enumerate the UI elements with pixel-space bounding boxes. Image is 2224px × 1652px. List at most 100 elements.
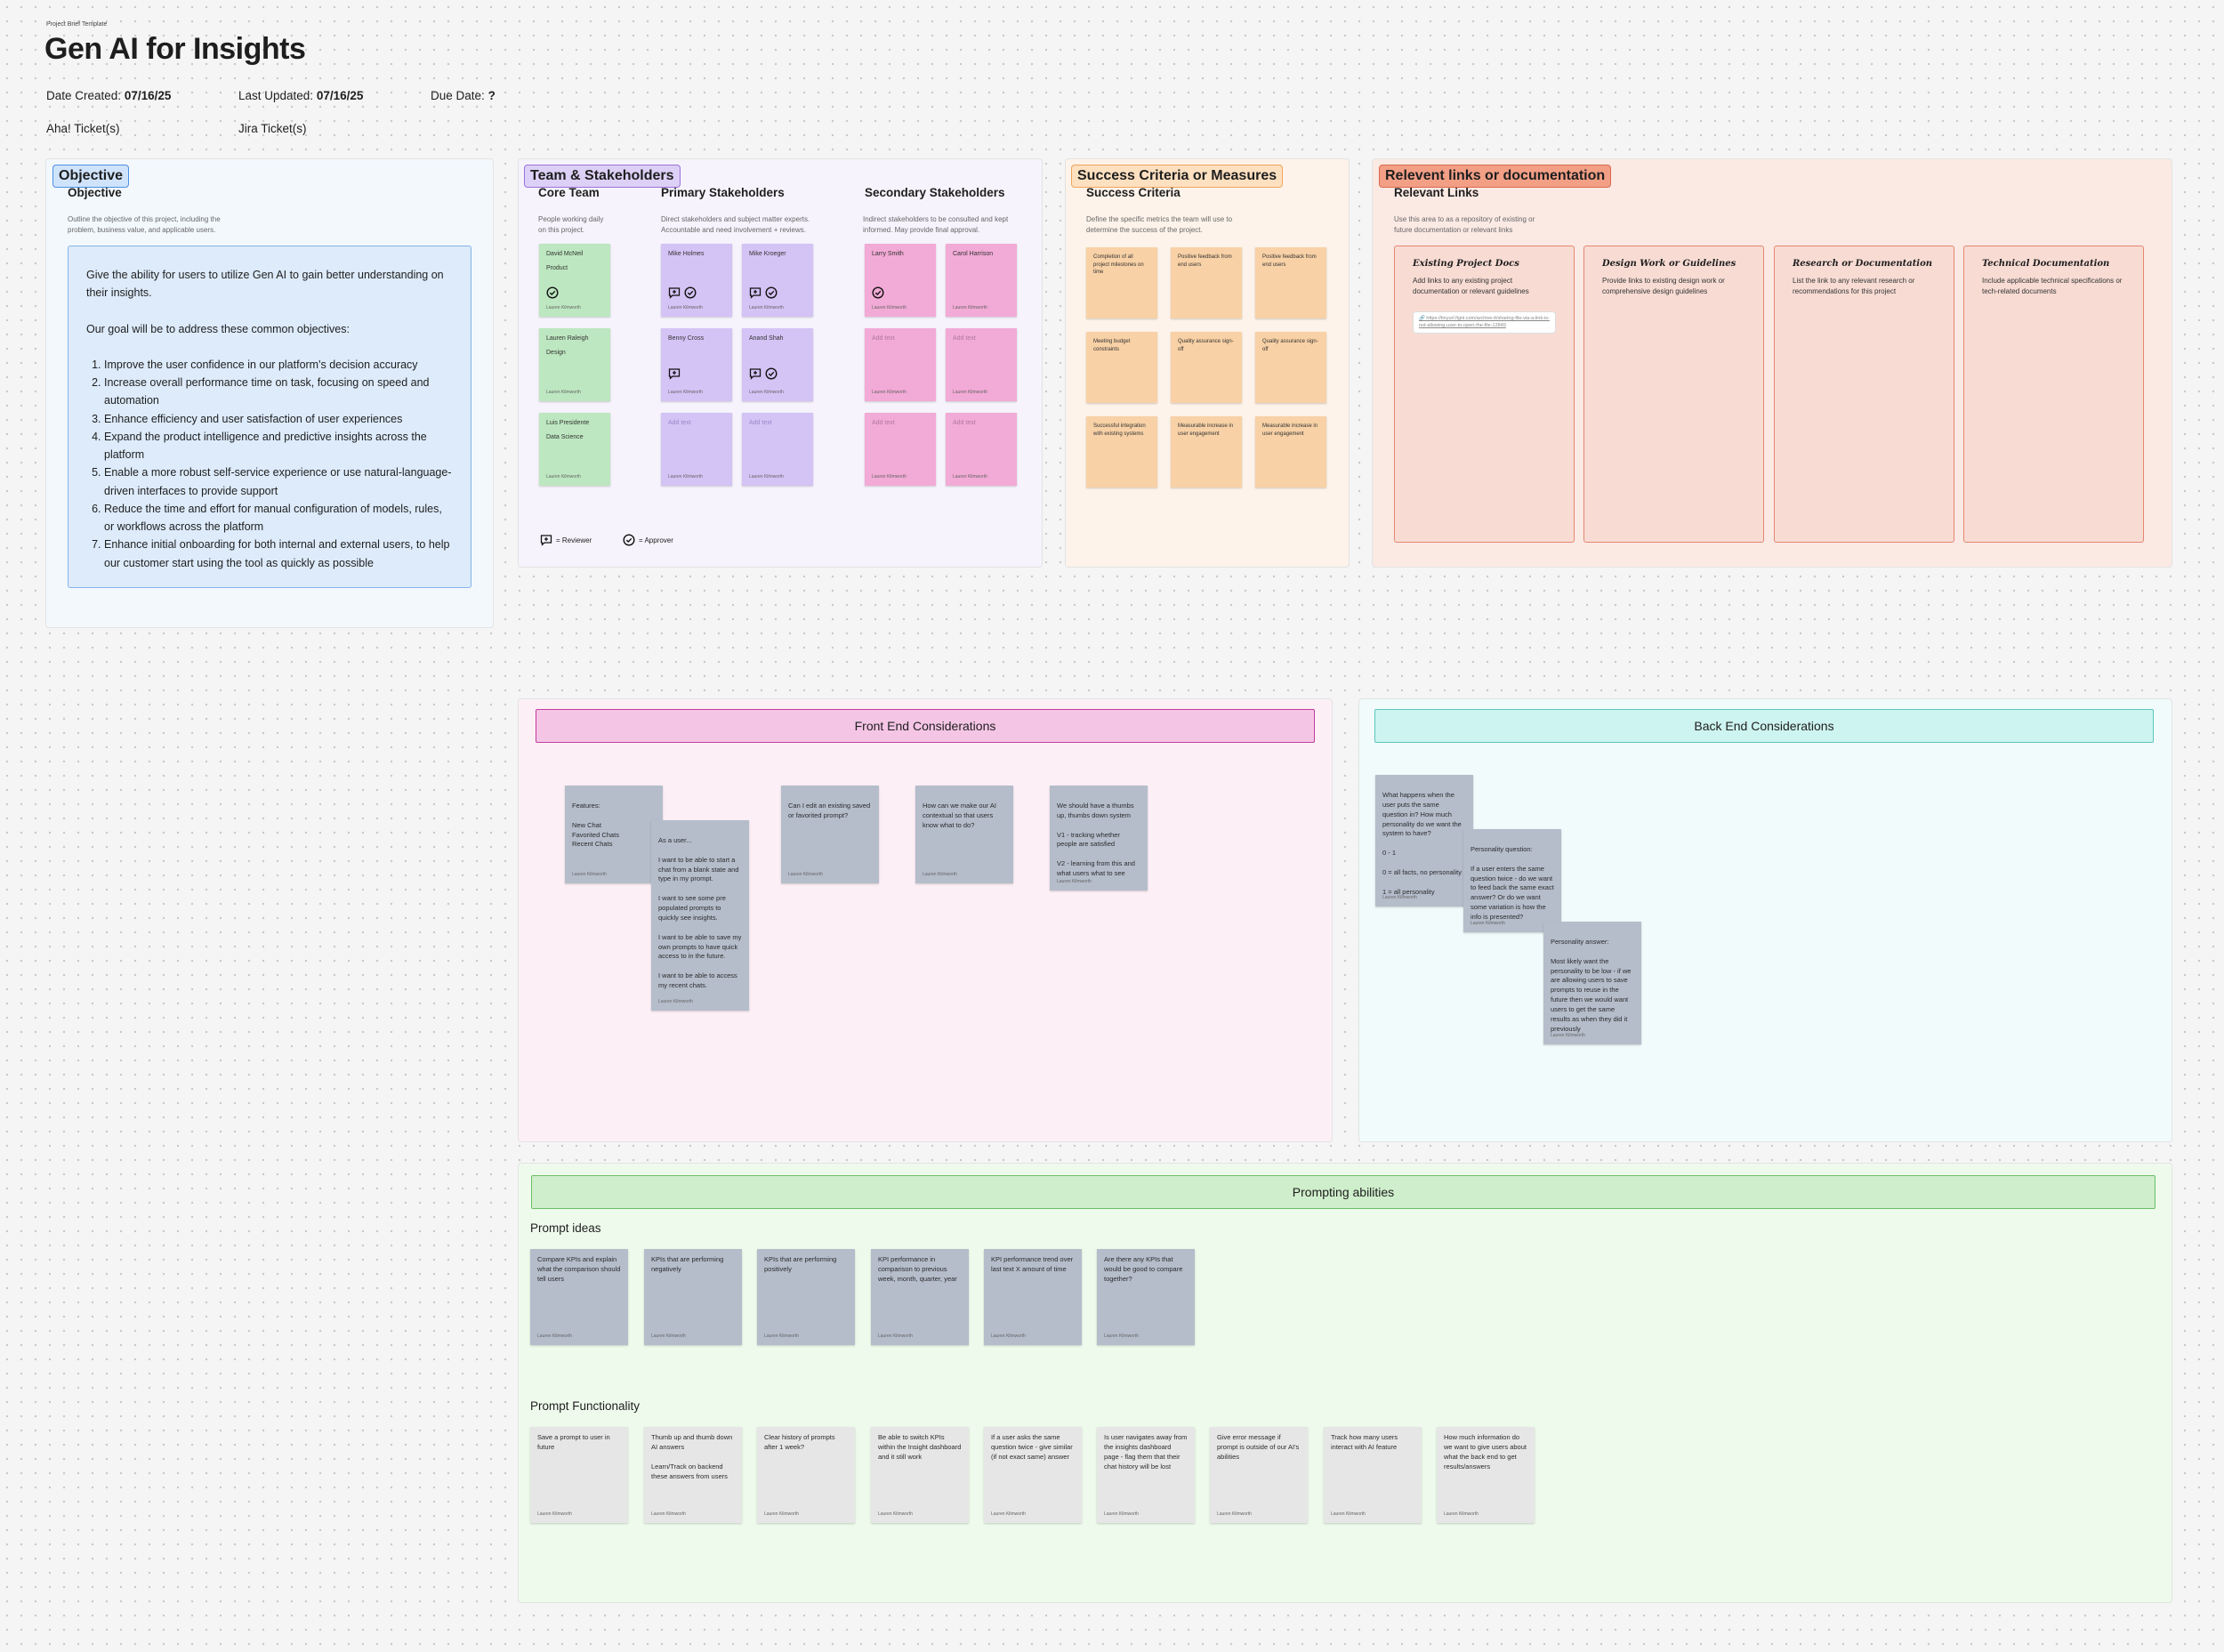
- success-note[interactable]: Quality assurance sign-off: [1255, 332, 1326, 403]
- note-author: Lauren Kilmworth: [1104, 1333, 1139, 1339]
- objective-item: Enable a more robust self-service experi…: [104, 463, 453, 500]
- objective-intro: Give the ability for users to utilize Ge…: [86, 269, 444, 300]
- frontend-note[interactable]: How can we make our AI contextual so tha…: [915, 786, 1013, 883]
- success-note[interactable]: Measurable increase in user engagement: [1255, 416, 1326, 488]
- prompt-functionality-note[interactable]: Is user navigates away from the insights…: [1097, 1427, 1195, 1523]
- role-icons: [749, 367, 778, 380]
- primary-stakeholder-note[interactable]: Mike Holmes Lauren Kilmworth: [661, 244, 732, 317]
- link-column-title: Technical Documentation: [1982, 259, 2110, 269]
- success-description: Define the specific metrics the team wil…: [1086, 215, 1233, 234]
- primary-stakeholder-note[interactable]: Mike Kroeger Lauren Kilmworth: [742, 244, 813, 317]
- backend-note[interactable]: Personality answer: Most likely want the…: [1543, 922, 1641, 1044]
- frontend-note[interactable]: As a user... I want to be able to start …: [651, 820, 749, 1011]
- links-subtitle: Relevant Links: [1394, 186, 1479, 199]
- secondary-stakeholder-note[interactable]: Add text Lauren Kilmworth: [946, 328, 1017, 401]
- link-url[interactable]: https://tinyurl.fignl.com/archive-it/sha…: [1419, 316, 1550, 328]
- link-column-text: Provide links to existing design work or…: [1602, 277, 1725, 295]
- secondary-stakeholder-note[interactable]: Add text Lauren Kilmworth: [946, 413, 1017, 486]
- link-card[interactable]: 🔗 https://tinyurl.fignl.com/archive-it/s…: [1413, 311, 1556, 334]
- primary-stakeholder-note[interactable]: Benny Cross Lauren Kilmworth: [661, 328, 732, 401]
- prompt-functionality-note[interactable]: If a user asks the same question twice -…: [984, 1427, 1082, 1523]
- note-author: Lauren Kilmworth: [572, 871, 607, 877]
- reviewer-icon: [668, 287, 681, 299]
- note-author: Lauren Kilmworth: [546, 389, 581, 395]
- secondary-stakeholder-note[interactable]: Add text Lauren Kilmworth: [865, 413, 936, 486]
- note-text: Give error message if prompt is outside …: [1217, 1433, 1300, 1461]
- note-author: Lauren Kilmworth: [546, 473, 581, 479]
- note-author: Lauren Kilmworth: [953, 304, 987, 310]
- objective-item: Enhance efficiency and user satisfaction…: [104, 410, 453, 428]
- member-name: Benny Cross: [668, 335, 705, 342]
- prompt-ideas-title: Prompt ideas: [530, 1221, 601, 1235]
- primary-stakeholder-note[interactable]: Add text Lauren Kilmworth: [661, 413, 732, 486]
- note-author: Lauren Kilmworth: [1217, 1511, 1252, 1517]
- prompt-idea-note[interactable]: Are there any KPIs that would be good to…: [1097, 1249, 1195, 1345]
- objective-item: Expand the product intelligence and pred…: [104, 428, 453, 464]
- note-author: Lauren Kilmworth: [1382, 894, 1417, 900]
- frontend-note[interactable]: Features: New Chat Favorited Chats Recen…: [565, 786, 663, 883]
- note-author: Lauren Kilmworth: [668, 473, 703, 479]
- core-team-note[interactable]: Lauren Raleigh Design Lauren Kilmworth: [539, 328, 610, 401]
- note-text: Be able to switch KPIs within the Insigh…: [878, 1433, 962, 1461]
- note-author: Lauren Kilmworth: [546, 304, 581, 310]
- success-note[interactable]: Successful integration with existing sys…: [1086, 416, 1157, 488]
- note-author: Lauren Kilmworth: [953, 473, 987, 479]
- prompt-idea-note[interactable]: Compare KPIs and explain what the compar…: [530, 1249, 628, 1345]
- core-team-note[interactable]: David McNeil Product Lauren Kilmworth: [539, 244, 610, 317]
- objective-list: Improve the user confidence in our platf…: [86, 356, 453, 572]
- placeholder-text: Add text: [953, 335, 976, 342]
- last-updated: Last Updated: 07/16/25: [238, 89, 364, 102]
- prompt-functionality-note[interactable]: Thumb up and thumb down AI answers Learn…: [644, 1427, 742, 1523]
- note-text: Are there any KPIs that would be good to…: [1104, 1255, 1183, 1283]
- primary-stakeholder-note[interactable]: Anand Shah Lauren Kilmworth: [742, 328, 813, 401]
- prompt-idea-note[interactable]: KPI performance in comparison to previou…: [871, 1249, 969, 1345]
- member-name: Mike Kroeger: [749, 251, 786, 257]
- objective-textbox[interactable]: Give the ability for users to utilize Ge…: [68, 246, 471, 588]
- success-note[interactable]: Measurable increase in user engagement: [1171, 416, 1242, 488]
- success-note[interactable]: Completion of all project milestones on …: [1086, 247, 1157, 318]
- backend-note[interactable]: What happens when the user puts the same…: [1375, 775, 1473, 907]
- jira-tickets-link[interactable]: Jira Ticket(s): [238, 122, 307, 135]
- objective-description: Outline the objective of this project, i…: [68, 215, 221, 234]
- role-icons: [872, 286, 884, 299]
- note-text: What happens when the user puts the same…: [1382, 790, 1463, 896]
- prompt-functionality-note[interactable]: Give error message if prompt is outside …: [1210, 1427, 1308, 1523]
- success-note[interactable]: Meeting budget constraints: [1086, 332, 1157, 403]
- frontend-note[interactable]: We should have a thumbs up, thumbs down …: [1050, 786, 1148, 890]
- frontend-note[interactable]: Can I edit an existing saved or favorite…: [781, 786, 879, 883]
- reviewer-icon: [668, 368, 681, 380]
- prompt-functionality-note[interactable]: Be able to switch KPIs within the Insigh…: [871, 1427, 969, 1523]
- success-note[interactable]: Quality assurance sign-off: [1171, 332, 1242, 403]
- secondary-stakeholder-note[interactable]: Carol Harrison Lauren Kilmworth: [946, 244, 1017, 317]
- success-note[interactable]: Positive feedback from end users: [1171, 247, 1242, 318]
- note-author: Lauren Kilmworth: [1104, 1511, 1139, 1517]
- note-author: Lauren Kilmworth: [878, 1333, 913, 1339]
- link-column-text: Include applicable technical specificati…: [1982, 277, 2123, 295]
- backend-note[interactable]: Personality question: If a user enters t…: [1463, 829, 1561, 932]
- note-author: Lauren Kilmworth: [953, 389, 987, 395]
- prompt-functionality-note[interactable]: How much information do we want to give …: [1437, 1427, 1535, 1523]
- note-text: How can we make our AI contextual so tha…: [923, 801, 996, 829]
- note-author: Lauren Kilmworth: [651, 1511, 686, 1517]
- reviewer-icon: [749, 287, 761, 299]
- note-author: Lauren Kilmworth: [991, 1511, 1026, 1517]
- secondary-stakeholder-note[interactable]: Larry Smith Lauren Kilmworth: [865, 244, 936, 317]
- prompt-idea-note[interactable]: KPI performance trend over last text X a…: [984, 1249, 1082, 1345]
- approver-icon: [684, 286, 697, 299]
- note-text: KPI performance in comparison to previou…: [878, 1255, 957, 1283]
- aha-tickets-link[interactable]: Aha! Ticket(s): [46, 122, 120, 135]
- prompt-functionality-note[interactable]: Clear history of prompts after 1 week?La…: [757, 1427, 855, 1523]
- secondary-stakeholder-note[interactable]: Add text Lauren Kilmworth: [865, 328, 936, 401]
- success-note[interactable]: Positive feedback from end users: [1255, 247, 1326, 318]
- approver-icon: [765, 286, 778, 299]
- placeholder-text: Add text: [953, 420, 976, 426]
- link-icon: 🔗: [1419, 316, 1427, 321]
- placeholder-text: Add text: [872, 420, 895, 426]
- prompt-functionality-note[interactable]: Track how many users interact with AI fe…: [1324, 1427, 1422, 1523]
- primary-stakeholder-note[interactable]: Add text Lauren Kilmworth: [742, 413, 813, 486]
- core-team-note[interactable]: Luis Presidente Data Science Lauren Kilm…: [539, 413, 610, 486]
- note-author: Lauren Kilmworth: [668, 304, 703, 310]
